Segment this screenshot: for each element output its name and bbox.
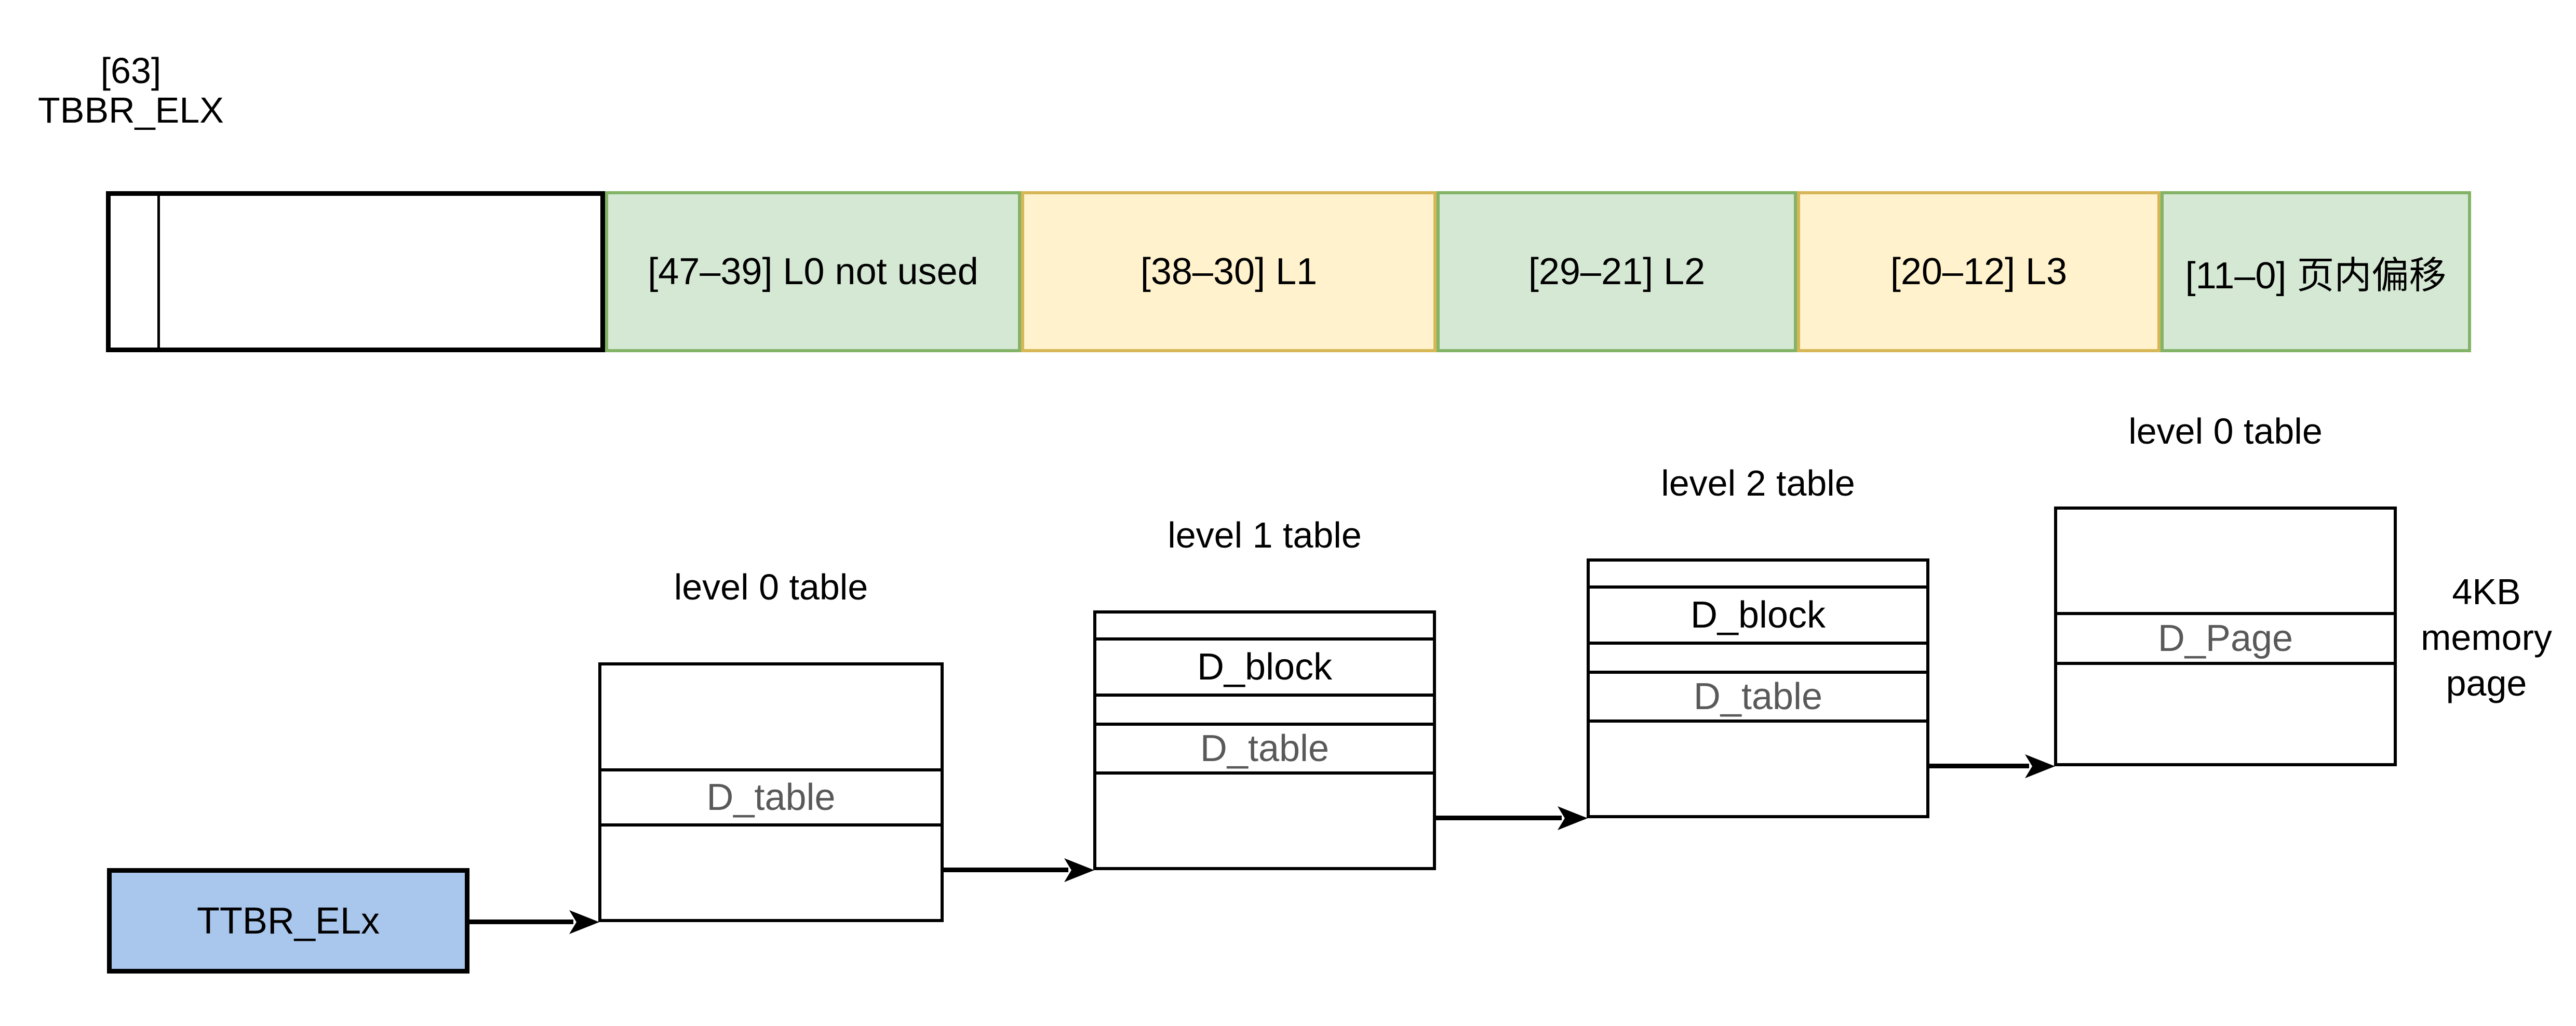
va-page-offset-label: [11–0] 页内偏移 — [2185, 255, 2447, 297]
level1-row-blank-bottom — [1096, 771, 1433, 867]
level3-row-blank-bottom — [2057, 662, 2394, 763]
level2-row-d-block: D_block — [1590, 585, 1926, 642]
level1-table: D_block D_table — [1093, 610, 1436, 870]
level0-row-blank-bottom — [601, 823, 941, 919]
ttbr-elx-label: TTBR_ELx — [196, 900, 380, 942]
va-l1-label: [38–30] L1 — [1140, 251, 1318, 292]
arrow-level0-to-level1-line — [944, 868, 1068, 872]
va-cell-l1: [38–30] L1 — [1021, 191, 1437, 352]
level3-row-blank-top — [2057, 510, 2394, 612]
va-cell-l2: [29–21] L2 — [1437, 191, 1797, 352]
level1-row-d-table: D_table — [1096, 723, 1433, 771]
level3-row-d-page: D_Page — [2057, 612, 2394, 662]
arrow-ttbr-to-level0-head — [569, 910, 599, 934]
va-cell-unused — [106, 191, 605, 352]
level2-d-table-label: D_table — [1693, 676, 1823, 717]
register-bit-header: [63] TBBR_ELX — [32, 51, 230, 130]
va-l0-label: [47–39] L0 not used — [648, 251, 978, 292]
level1-row-d-block: D_block — [1096, 637, 1433, 694]
va-bit63-divider — [157, 196, 160, 348]
memory-page-note: 4KB memory page — [2421, 571, 2552, 703]
ttbr-elx-box: TTBR_ELx — [107, 868, 469, 974]
level1-d-block-label: D_block — [1197, 646, 1333, 688]
va-cell-l3: [20–12] L3 — [1797, 191, 2161, 352]
arrow-level1-to-level2-line — [1436, 816, 1562, 820]
level0-row-blank-top — [601, 665, 941, 768]
arrow-ttbr-to-level0-line — [469, 920, 573, 924]
level2-row-blank-bottom — [1590, 719, 1926, 815]
level0-d-table-label: D_table — [706, 777, 836, 818]
level3-d-page-label: D_Page — [2157, 618, 2293, 659]
va-cell-l0: [47–39] L0 not used — [605, 191, 1021, 352]
level2-row-d-table: D_table — [1590, 671, 1926, 719]
level0-table: D_table — [598, 662, 944, 922]
level1-row-blank-mid — [1096, 694, 1433, 723]
va-l2-label: [29–21] L2 — [1528, 251, 1706, 292]
level2-row-blank-top — [1590, 562, 1926, 585]
level2-table-title: level 2 table — [1661, 463, 1855, 503]
arrow-level0-to-level1-head — [1064, 858, 1094, 882]
arrow-level2-to-level3-head — [2025, 754, 2055, 778]
level1-d-table-label: D_table — [1200, 728, 1330, 769]
arrow-level1-to-level2-head — [1558, 806, 1588, 830]
level0-row-d-table: D_table — [601, 768, 941, 823]
va-l3-label: [20–12] L3 — [1890, 251, 2068, 292]
arrow-level2-to-level3-line — [1929, 764, 2029, 768]
bit63-label: [63] — [100, 50, 162, 91]
level1-table-title: level 1 table — [1168, 515, 1362, 555]
level3-table-title: level 0 table — [2128, 411, 2323, 451]
level2-row-blank-mid — [1590, 642, 1926, 671]
level2-d-block-label: D_block — [1690, 594, 1826, 636]
level3-table: D_Page — [2054, 507, 2397, 766]
va-cell-page-offset: [11–0] 页内偏移 — [2161, 191, 2471, 352]
level2-table: D_block D_table — [1587, 558, 1929, 818]
level1-row-blank-top — [1096, 614, 1433, 637]
level0-table-title: level 0 table — [674, 567, 868, 607]
register-name-label: TBBR_ELX — [38, 90, 224, 130]
